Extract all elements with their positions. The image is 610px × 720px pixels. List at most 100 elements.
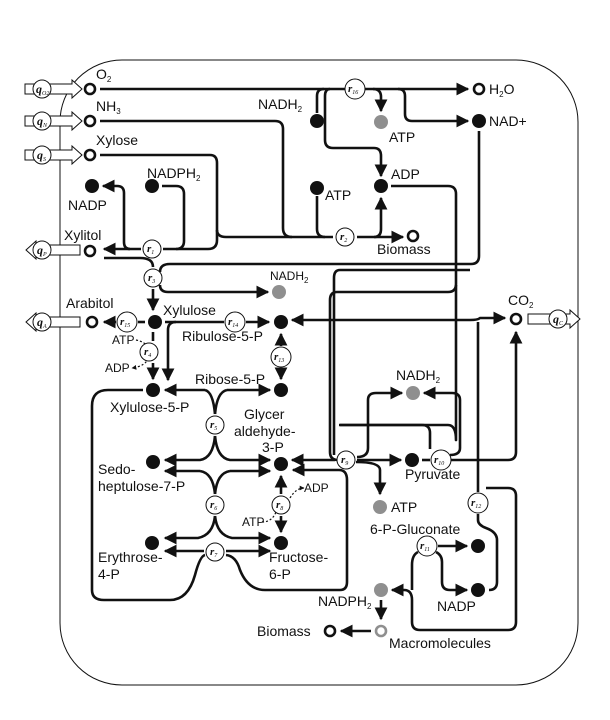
svg-text:r7: r7 <box>210 546 218 559</box>
node-xylulose <box>148 315 162 329</box>
node-sedoheptulose7p <box>146 455 160 469</box>
label-fructose-1: Fructose- <box>269 549 328 565</box>
node-pyruvate <box>405 453 419 467</box>
label-adp-r4: ADP <box>105 361 130 375</box>
label-atp-r4: ATP <box>112 333 134 347</box>
node-nadph2-top <box>145 179 159 193</box>
node-adp-r2 <box>374 179 388 193</box>
node-fructose6p <box>274 536 288 550</box>
svg-text:r9: r9 <box>341 454 348 467</box>
svg-text:r10: r10 <box>434 454 444 467</box>
pathway-edges <box>90 82 523 638</box>
label-xylulose: Xylulose <box>163 302 216 318</box>
metabolite-labels: O2 NH3 Xylose NADPH2 NADP Xylitol NADH2 … <box>64 66 534 651</box>
reaction-r7: r7 <box>205 542 225 562</box>
node-ribose5p <box>274 383 288 397</box>
flux-arrow-q-c: qC <box>527 308 581 330</box>
node-6p-gluconate <box>471 539 485 553</box>
node-o2 <box>83 82 97 96</box>
svg-text:r5: r5 <box>210 419 217 432</box>
node-nad-plus <box>472 114 486 128</box>
label-xylulose5p: Xylulose-5-P <box>110 399 189 415</box>
svg-text:r15: r15 <box>120 316 130 329</box>
reaction-r6: r6 <box>205 495 225 515</box>
reaction-r4: r4 <box>139 342 159 362</box>
svg-text:qC: qC <box>553 312 564 327</box>
label-atp-r8: ATP <box>242 515 264 529</box>
node-atp-r16 <box>374 115 388 129</box>
label-biomass-r2: Biomass <box>377 241 431 257</box>
label-pyruvate: Pyruvate <box>405 466 460 482</box>
reaction-r13: r13 <box>270 346 292 368</box>
flux-arrow-q-arabitol: qA <box>25 311 81 333</box>
svg-text:r12: r12 <box>471 497 481 510</box>
label-atp-r16: ATP <box>389 129 415 145</box>
label-ribose5p: Ribose-5-P <box>195 371 265 387</box>
metabolite-nodes <box>83 82 523 638</box>
label-g3p-2: aldehyde- <box>234 423 296 439</box>
label-sedo-2: heptulose-7-P <box>98 478 185 494</box>
node-g3p <box>274 457 288 471</box>
label-6p-gluconate: 6-P-Gluconate <box>370 521 460 537</box>
svg-text:r16: r16 <box>348 83 358 96</box>
label-xylose: Xylose <box>96 132 138 148</box>
svg-text:r8: r8 <box>276 499 283 512</box>
label-h2o: H2O <box>489 81 515 99</box>
flux-arrow-q-n: qN <box>24 110 83 132</box>
label-adp-r2: ADP <box>391 166 420 182</box>
label-nadp-top: NADP <box>68 197 107 213</box>
reaction-r1: r1 <box>142 239 162 259</box>
svg-text:r13: r13 <box>274 351 284 364</box>
reaction-r9: r9 <box>336 450 356 470</box>
node-ribulose5p <box>274 315 288 329</box>
svg-text:qA: qA <box>37 315 47 330</box>
reaction-r5: r5 <box>205 415 225 435</box>
reaction-r14: r14 <box>224 311 246 333</box>
node-biomass-r2 <box>406 229 420 243</box>
svg-text:r11: r11 <box>420 540 430 553</box>
label-adp-r8: ADP <box>304 481 329 495</box>
reaction-r12: r12 <box>467 492 489 514</box>
label-nadh2-top: NADH2 <box>258 96 303 114</box>
flux-arrow-q-s: qS <box>24 144 83 166</box>
label-xylitol: Xylitol <box>64 227 101 243</box>
label-nadph2-r11: NADPH2 <box>318 593 372 611</box>
label-biomass-bottom: Biomass <box>257 623 311 639</box>
label-o2: O2 <box>96 66 112 84</box>
reaction-r2: r2 <box>335 227 355 247</box>
node-nadp-r11 <box>471 583 485 597</box>
reaction-r10: r10 <box>430 449 452 471</box>
node-nadp-top <box>85 179 99 193</box>
label-nadh2-r10: NADH2 <box>396 367 441 385</box>
node-nh3 <box>83 114 97 128</box>
node-xylitol <box>83 244 97 258</box>
node-biomass-bottom <box>323 624 337 638</box>
label-nadph2-top: NADPH2 <box>147 165 201 183</box>
node-arabitol <box>85 315 99 329</box>
reaction-r16: r16 <box>344 78 366 100</box>
svg-text:qO2: qO2 <box>36 82 49 97</box>
node-nadh2-top <box>310 114 324 128</box>
cell-boundary <box>59 59 579 686</box>
reaction-r3: r3 <box>143 268 163 288</box>
reaction-r15: r15 <box>116 311 138 333</box>
label-erythrose-1: Erythrose- <box>98 549 163 565</box>
reactions: r1 r2 r3 r4 r5 r6 r7 r8 r9 r10 r11 r12 r… <box>116 78 489 562</box>
svg-text:r2: r2 <box>340 231 347 244</box>
label-macromolecules: Macromolecules <box>389 635 491 651</box>
svg-text:r4: r4 <box>144 346 151 359</box>
label-ribulose5p: Ribulose-5-P <box>182 328 263 344</box>
svg-text:r1: r1 <box>147 243 154 256</box>
reaction-r11: r11 <box>416 535 438 557</box>
svg-text:qP: qP <box>37 243 47 258</box>
label-g3p-3: 3-P <box>262 439 284 455</box>
node-atp-r9 <box>373 500 387 514</box>
node-nadh2-mid <box>272 285 286 299</box>
label-g3p-1: Glycer <box>244 406 285 422</box>
label-co2: CO2 <box>508 292 534 310</box>
node-nadph2-r11 <box>374 583 388 597</box>
node-nadh2-r10 <box>406 386 420 400</box>
node-erythrose4p <box>145 536 159 550</box>
svg-text:r6: r6 <box>210 499 217 512</box>
node-xylose <box>83 148 97 162</box>
